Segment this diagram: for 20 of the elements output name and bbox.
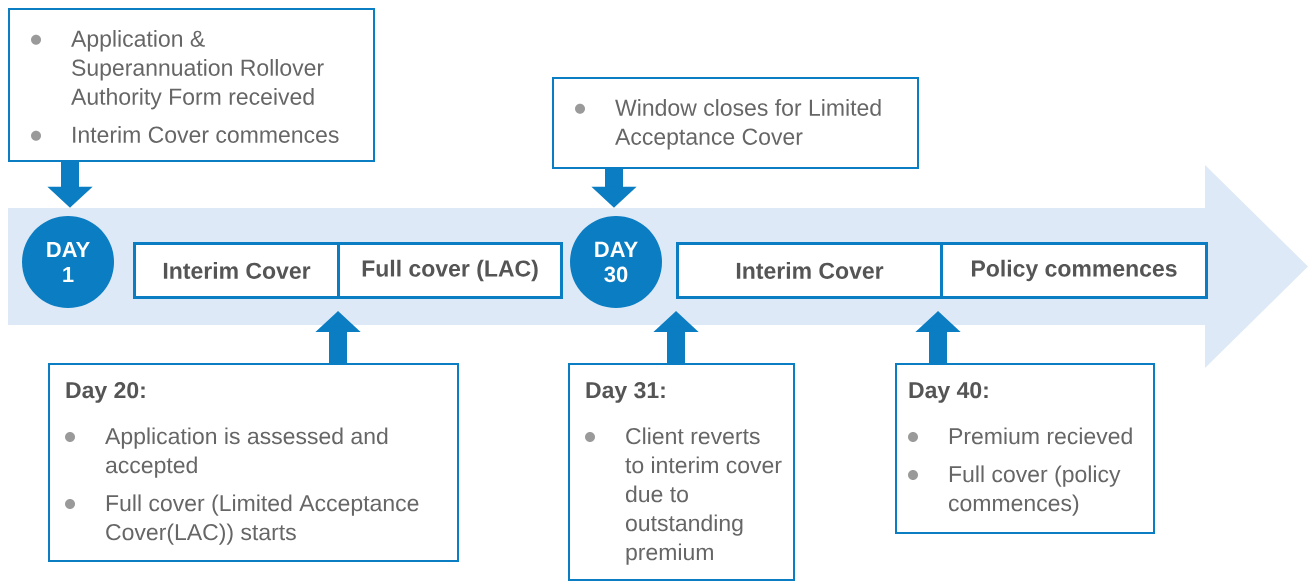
timeline-segment: Interim Cover (676, 242, 943, 299)
bullet-text: Premium recieved (949, 427, 1132, 445)
timeline-segment: Policy commences (940, 242, 1208, 299)
bullet-text: Client reverts to interim cover due to outstanding premium (625, 427, 782, 565)
callout-box (48, 363, 459, 562)
timeline-segment: Full cover (LAC) (337, 242, 563, 299)
bullet-text: Window closes for Limited Acceptance Cover (615, 99, 881, 150)
bullet-text: Interim Cover commences (73, 126, 339, 143)
box-heading: Day 20: (66, 382, 145, 403)
callout-box (568, 363, 795, 581)
callout-box (8, 8, 375, 162)
bullet-text: Full cover (Limited Acceptance Cover(LAC)) starts (106, 494, 419, 545)
bullet-text: Application & Superannuation Rollover Authority Form received (71, 30, 324, 110)
callout-box (552, 77, 919, 169)
box-heading: Day 40: (909, 382, 988, 403)
bullet-text: Application is assessed and accepted (105, 427, 388, 478)
timeline-segment: Interim Cover (133, 242, 340, 299)
bullet-text: Full cover (policy commences) (949, 465, 1121, 516)
box-heading: Day 31: (586, 382, 665, 403)
callout-box (895, 363, 1155, 534)
